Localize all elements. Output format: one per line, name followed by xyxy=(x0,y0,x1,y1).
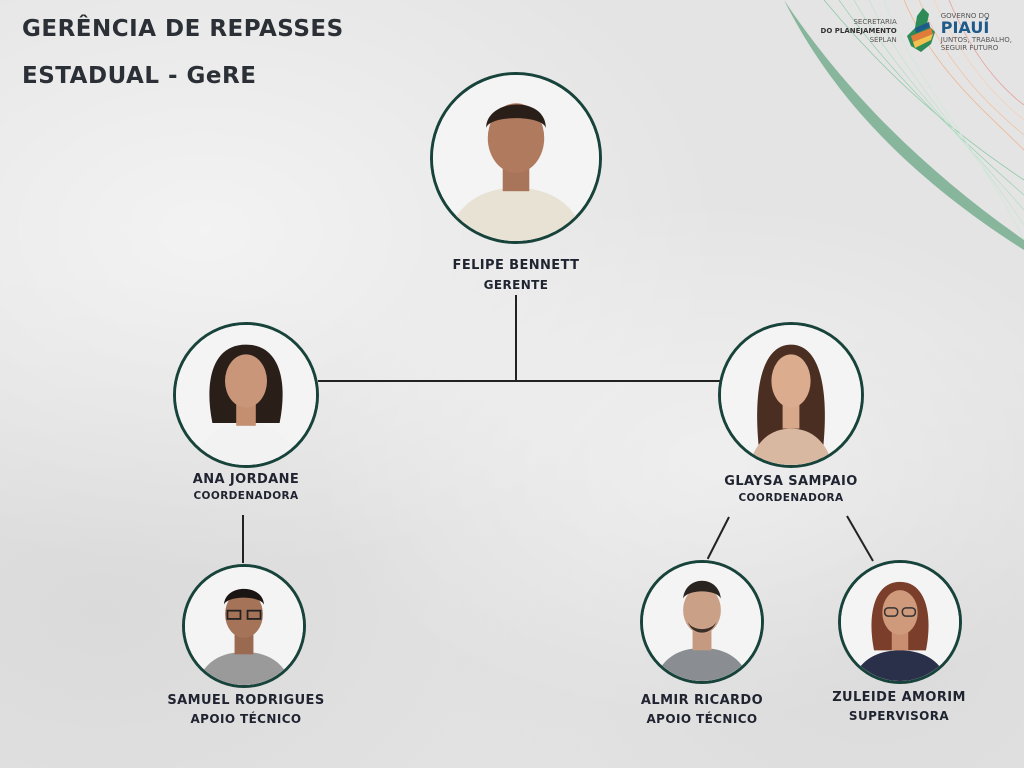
staff-name-zuleide: ZULEIDE AMORIM xyxy=(832,690,966,705)
coordinator-name-ana: ANA JORDANE xyxy=(192,472,300,487)
person-avatar xyxy=(176,325,316,465)
logos-area: SECRETARIA DO PLANEJAMENTO SEPLAN GOVERN… xyxy=(821,6,1012,54)
governo-piaui-logo: GOVERNO DO PIAUÍ JUNTOS, TRABALHO, SEGUI… xyxy=(905,6,1012,54)
person-avatar xyxy=(433,75,599,241)
seplan-logo: SECRETARIA DO PLANEJAMENTO SEPLAN xyxy=(821,18,897,45)
governo-text-3: JUNTOS, TRABALHO, xyxy=(940,36,1012,44)
connector-glaysa-zuleide xyxy=(846,515,874,562)
staff-role-samuel: APOIO TÉCNICO xyxy=(190,712,302,726)
connector-manager-vertical xyxy=(515,295,517,381)
staff-role-almir: APOIO TÉCNICO xyxy=(646,712,758,726)
manager-role: GERENTE xyxy=(483,278,549,292)
staff-photo-zuleide xyxy=(838,560,962,684)
staff-photo-samuel xyxy=(182,564,306,688)
staff-name-almir: ALMIR RICARDO xyxy=(640,693,764,708)
manager-name: FELIPE BENNETT xyxy=(452,258,580,273)
connector-ana-samuel xyxy=(242,515,244,563)
seplan-text-2: DO PLANEJAMENTO xyxy=(820,27,897,35)
coordinator-role-ana: COORDENADORA xyxy=(193,490,299,502)
governo-text-1: GOVERNO DO xyxy=(940,12,990,20)
seplan-text-3: SEPLAN xyxy=(869,36,897,44)
person-avatar xyxy=(185,567,303,685)
staff-role-zuleide: SUPERVISORA xyxy=(848,709,950,723)
governo-text-2: PIAUÍ xyxy=(940,18,990,37)
manager-photo xyxy=(430,72,602,244)
coordinator-name-glaysa: GLAYSA SAMPAIO xyxy=(724,474,858,489)
connector-horizontal xyxy=(318,380,720,382)
staff-name-samuel: SAMUEL RODRIGUES xyxy=(167,693,325,708)
governo-text-4: SEGUIR FUTURO xyxy=(940,44,999,52)
coordinator-role-glaysa: COORDENADORA xyxy=(738,492,844,504)
page-title-line-1: GERÊNCIA DE REPASSES xyxy=(22,16,344,42)
person-avatar xyxy=(721,325,861,465)
piaui-map-icon xyxy=(906,8,935,52)
staff-photo-almir xyxy=(640,560,764,684)
connector-glaysa-almir xyxy=(706,516,730,560)
seplan-text-1: SECRETARIA xyxy=(853,18,897,26)
person-avatar xyxy=(841,563,959,681)
coordinator-photo-ana xyxy=(173,322,319,468)
coordinator-photo-glaysa xyxy=(718,322,864,468)
person-avatar xyxy=(643,563,761,681)
page-title-line-2: ESTADUAL - GeRE xyxy=(22,63,257,89)
